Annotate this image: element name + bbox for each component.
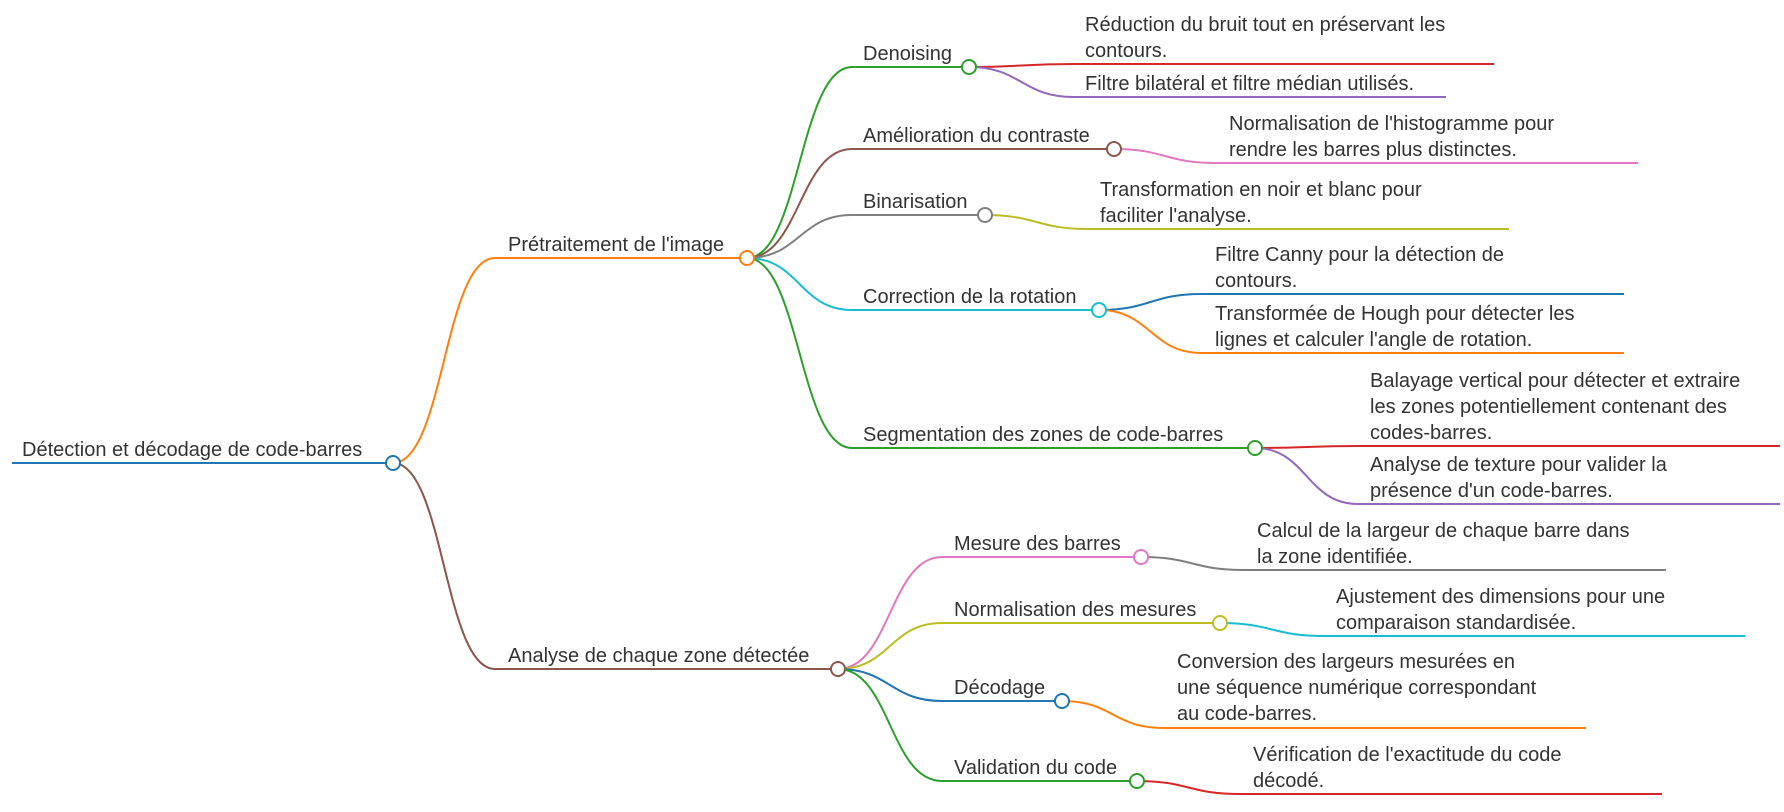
- mindmap-edges: [392, 63, 1359, 795]
- edge-branch-0-sub-2: [746, 214, 853, 259]
- sub-label-1-3: Validation du code: [954, 757, 1117, 779]
- leaf-text-1-2-0-line-0: Conversion des largeurs mesurées en: [1177, 651, 1515, 673]
- leaf-text-0-3-0-line-1: contours.: [1215, 270, 1297, 292]
- sub-label-1-0: Mesure des barres: [954, 533, 1121, 555]
- edge-sub-1-3-leaf-0: [1136, 780, 1241, 795]
- sub-node-dot-0-0: [961, 59, 977, 75]
- edge-sub-0-4-leaf-1: [1254, 447, 1359, 505]
- mindmap-labels: Détection et décodage de code-barres Prét…: [22, 14, 1740, 792]
- edge-branch-1-sub-1: [837, 622, 943, 670]
- branch-node-dot-1: [830, 661, 846, 677]
- sub-node-dot-1-3: [1129, 773, 1145, 789]
- edge-sub-0-0-leaf-1: [968, 66, 1075, 98]
- edge-branch-1-sub-2: [837, 668, 943, 702]
- sub-label-0-4: Segmentation des zones de code-barres: [863, 424, 1223, 446]
- root-node-label: Détection et décodage de code-barres: [22, 439, 362, 461]
- leaf-text-0-4-0-line-2: codes-barres.: [1370, 422, 1492, 444]
- edge-sub-0-3-leaf-1: [1098, 309, 1203, 354]
- sub-label-0-2: Binarisation: [863, 191, 968, 213]
- edge-sub-0-2-leaf-0: [984, 214, 1089, 230]
- edge-branch-0-sub-4: [746, 257, 853, 449]
- edge-sub-0-4-leaf-0: [1254, 445, 1359, 449]
- leaf-text-0-0-1-line-0: Filtre bilatéral et filtre médian utilis…: [1085, 73, 1414, 95]
- leaf-text-0-2-0-line-1: faciliter l'analyse.: [1100, 205, 1252, 227]
- leaf-text-0-3-0-line-0: Filtre Canny pour la détection de: [1215, 244, 1504, 266]
- edge-branch-0-sub-1: [746, 148, 853, 259]
- edge-sub-1-0-leaf-0: [1140, 556, 1245, 571]
- edge-sub-0-0-leaf-0: [968, 63, 1075, 68]
- leaf-text-0-3-1-line-0: Transformée de Hough pour détecter les: [1215, 303, 1574, 325]
- sub-label-1-2: Décodage: [954, 677, 1045, 699]
- sub-label-0-3: Correction de la rotation: [863, 286, 1076, 308]
- edge-branch-1-sub-0: [837, 556, 943, 670]
- leaf-text-1-0-0-line-0: Calcul de la largeur de chaque barre dan…: [1257, 520, 1629, 542]
- sub-node-dot-0-3: [1091, 302, 1107, 318]
- leaf-text-0-2-0-line-0: Transformation en noir et blanc pour: [1100, 179, 1422, 201]
- sub-node-dot-0-4: [1247, 440, 1263, 456]
- leaf-text-1-1-0-line-1: comparaison standardisée.: [1336, 612, 1576, 634]
- leaf-text-0-4-1-line-0: Analyse de texture pour valider la: [1370, 454, 1668, 476]
- root-node-dot: [385, 455, 401, 471]
- edge-sub-0-1-leaf-0: [1113, 148, 1217, 164]
- mindmap-dots: [385, 59, 1263, 789]
- sub-node-dot-1-1: [1212, 615, 1228, 631]
- edge-sub-1-1-leaf-0: [1219, 622, 1325, 637]
- edge-root-branch-1: [392, 462, 496, 670]
- leaf-text-0-3-1-line-1: lignes et calculer l'angle de rotation.: [1215, 329, 1532, 351]
- leaf-text-1-3-0-line-1: décodé.: [1253, 770, 1324, 792]
- branch-node-dot-0: [739, 250, 755, 266]
- sub-node-dot-0-1: [1106, 141, 1122, 157]
- sub-label-0-0: Denoising: [863, 43, 952, 65]
- leaf-text-0-4-0-line-0: Balayage vertical pour détecter et extra…: [1370, 370, 1740, 392]
- edge-branch-0-sub-0: [746, 66, 853, 259]
- sub-node-dot-1-0: [1133, 549, 1149, 565]
- leaf-text-0-0-0-line-1: contours.: [1085, 40, 1167, 62]
- branch-label-1: Analyse de chaque zone détectée: [508, 645, 809, 667]
- sub-node-dot-1-2: [1054, 693, 1070, 709]
- leaf-text-0-4-1-line-1: présence d'un code-barres.: [1370, 480, 1613, 502]
- edge-root-branch-0: [392, 257, 496, 464]
- leaf-text-0-1-0-line-0: Normalisation de l'histogramme pour: [1229, 113, 1554, 135]
- branch-label-0: Prétraitement de l'image: [508, 234, 724, 256]
- sub-node-dot-0-2: [977, 207, 993, 223]
- leaf-text-1-2-0-line-1: une séquence numérique correspondant: [1177, 677, 1537, 699]
- sub-label-0-1: Amélioration du contraste: [863, 125, 1090, 147]
- sub-label-1-1: Normalisation des mesures: [954, 599, 1196, 621]
- leaf-text-1-2-0-line-2: au code-barres.: [1177, 703, 1317, 725]
- leaf-text-0-0-0-line-0: Réduction du bruit tout en préservant le…: [1085, 14, 1445, 36]
- edge-sub-0-3-leaf-0: [1098, 293, 1203, 311]
- edge-branch-1-sub-3: [837, 668, 943, 782]
- leaf-text-0-1-0-line-1: rendre les barres plus distinctes.: [1229, 139, 1517, 161]
- leaf-text-1-3-0-line-0: Vérification de l'exactitude du code: [1253, 744, 1561, 766]
- edge-sub-1-2-leaf-0: [1061, 700, 1165, 729]
- leaf-text-1-1-0-line-0: Ajustement des dimensions pour une: [1336, 586, 1665, 608]
- mindmap-underlines: [12, 63, 1780, 795]
- leaf-text-0-4-0-line-1: les zones potentiellement contenant des: [1370, 396, 1727, 418]
- leaf-text-1-0-0-line-1: la zone identifiée.: [1257, 546, 1413, 568]
- edge-branch-0-sub-3: [746, 257, 853, 311]
